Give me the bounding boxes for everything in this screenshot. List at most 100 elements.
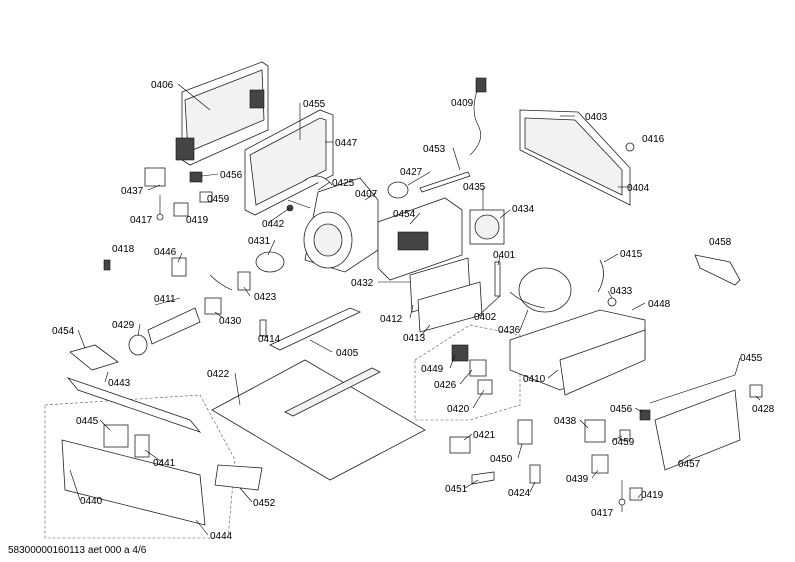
label-0418: 0418: [112, 244, 135, 255]
label-0415: 0415: [620, 249, 643, 260]
dashed-group-front-panel: [44, 394, 236, 539]
fan-assembly-0407: [303, 175, 379, 273]
label-0427: 0427: [400, 167, 423, 178]
label-0401: 0401: [493, 250, 516, 261]
label-0454: 0454: [393, 209, 416, 220]
base-plate-0422: [211, 359, 426, 481]
label-0413: 0413: [403, 333, 426, 344]
part-0416: [625, 142, 635, 152]
label-0428: 0428: [752, 404, 775, 415]
label-0457: 0457: [678, 459, 701, 470]
label-0416: 0416: [642, 134, 665, 145]
dashed-group-relay: [414, 324, 521, 421]
part-0459b: [619, 429, 631, 441]
label-0443: 0443: [108, 378, 131, 389]
tray-0413: [417, 281, 483, 333]
label-0405: 0405: [336, 348, 359, 359]
label-0404: 0404: [627, 183, 650, 194]
part-0414: [259, 319, 267, 337]
capillary-0401: [494, 261, 501, 297]
part-labels: 0406 0455 0447 0409 0403 0416 0453 0427 …: [52, 80, 775, 542]
label-0410: 0410: [523, 374, 546, 385]
part-0459a: [199, 191, 213, 203]
part-0421: [449, 436, 471, 454]
label-0432: 0432: [351, 278, 374, 289]
label-0451: 0451: [445, 484, 468, 495]
part-0423: [237, 271, 251, 291]
leader-lines: [69, 83, 761, 536]
label-0420: 0420: [447, 404, 470, 415]
bracket-0458: [694, 254, 741, 286]
label-0454b: 0454: [52, 326, 75, 337]
part-0446: [171, 257, 187, 277]
part-0430: [204, 297, 222, 315]
label-0438: 0438: [554, 416, 577, 427]
label-0442: 0442: [262, 219, 285, 230]
label-0444: 0444: [210, 531, 233, 542]
part-0439: [591, 454, 609, 474]
label-0421: 0421: [473, 430, 496, 441]
part-0438: [584, 419, 606, 443]
label-0446: 0446: [154, 247, 177, 258]
label-0407: 0407: [355, 189, 378, 200]
relay-0426: [469, 359, 487, 377]
label-0459b: 0459: [612, 437, 635, 448]
part-0445: [103, 424, 129, 448]
part-0424: [529, 464, 541, 484]
part-0456a: [189, 171, 203, 183]
panel-0440: [61, 439, 206, 526]
label-0459: 0459: [207, 194, 230, 205]
label-0450: 0450: [490, 454, 513, 465]
label-0422: 0422: [207, 369, 230, 380]
label-0426: 0426: [434, 380, 457, 391]
capacitor-0450: [517, 419, 533, 445]
label-0419b: 0419: [641, 490, 664, 501]
label-0409: 0409: [451, 98, 474, 109]
tube-0415: [597, 259, 604, 293]
compressor-0436: [509, 267, 572, 313]
rod-0455b: [649, 374, 736, 404]
label-0455: 0455: [303, 99, 326, 110]
label-0402: 0402: [474, 312, 497, 323]
label-0429: 0429: [112, 320, 135, 331]
label-0439: 0439: [566, 474, 589, 485]
relay-0420: [477, 379, 493, 395]
label-0403: 0403: [585, 112, 608, 123]
label-0441: 0441: [153, 458, 176, 469]
label-0412: 0412: [380, 314, 403, 325]
document-footer-code: 58300000160113 aet 000 a 4/6: [8, 545, 147, 556]
label-0447: 0447: [335, 138, 358, 149]
label-0445: 0445: [76, 416, 99, 427]
part-0456b: [639, 409, 651, 421]
rod-0453: [419, 171, 471, 193]
panel-0457: [654, 389, 741, 471]
part-0427: [387, 181, 409, 199]
label-0430: 0430: [219, 316, 242, 327]
label-0423: 0423: [254, 292, 277, 303]
label-0458: 0458: [709, 237, 732, 248]
label-0456b: 0456: [610, 404, 633, 415]
label-0411: 0411: [154, 294, 176, 305]
label-0417: 0417: [130, 215, 153, 226]
panel-0410: [559, 329, 646, 396]
label-0433: 0433: [610, 286, 633, 297]
label-0455b: 0455: [740, 353, 763, 364]
screw-0417b: [618, 498, 626, 506]
part-0429: [128, 334, 148, 356]
part-0451: [471, 471, 495, 485]
relay-0449: [451, 344, 469, 362]
bracket-0406: [175, 61, 269, 166]
cable-0409: [469, 87, 481, 156]
label-0417b: 0417: [591, 508, 614, 519]
label-0425: 0425: [332, 178, 355, 189]
part-0441: [134, 434, 150, 458]
label-0436: 0436: [498, 325, 521, 336]
part-0428: [749, 384, 763, 398]
part-0433: [607, 297, 617, 307]
label-0424: 0424: [508, 488, 531, 499]
part-0437: [144, 167, 166, 187]
label-0414: 0414: [258, 334, 281, 345]
rail-0443: [66, 377, 202, 433]
